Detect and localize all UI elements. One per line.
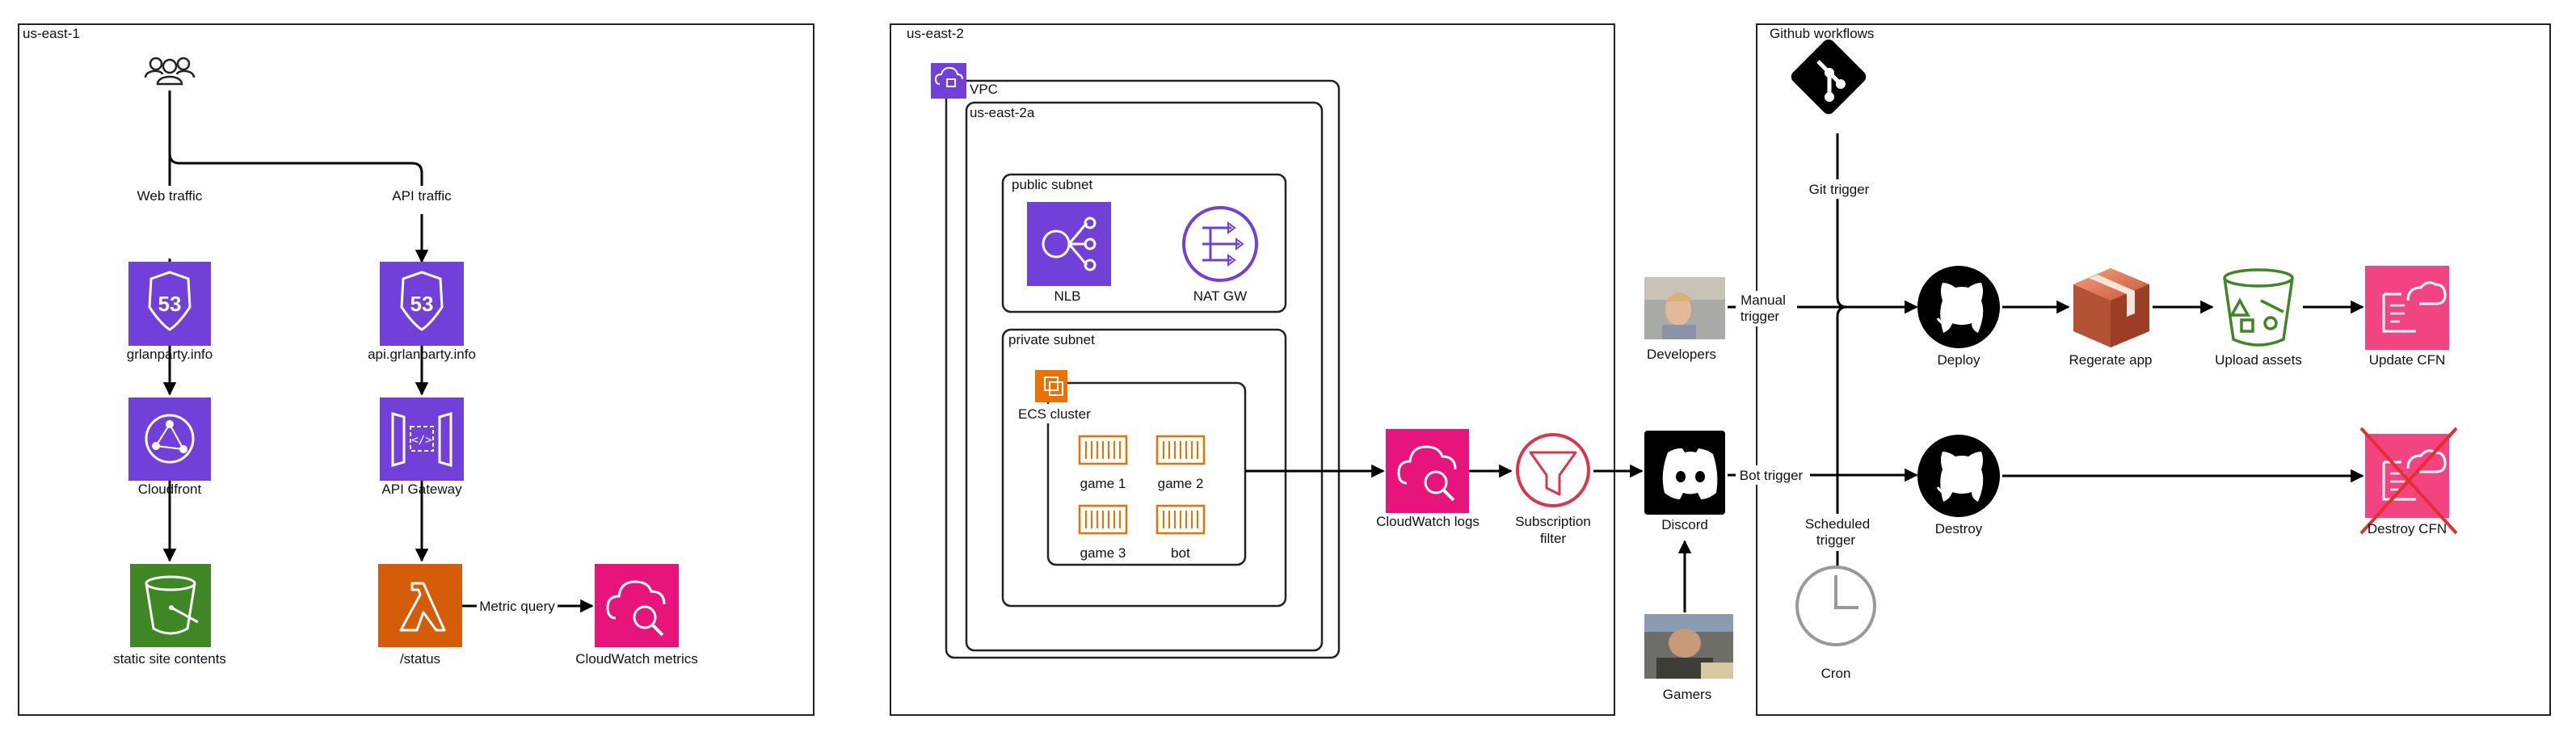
node-label: grlanparty.info (127, 347, 213, 362)
edge-scheduled-trigger (1836, 300, 1918, 566)
node-label: Destroy (1935, 521, 1983, 536)
node-label: api.grlanparty.info (368, 347, 476, 362)
route53-api-node: 53 api.grlanparty.info (368, 262, 476, 362)
filter-icon (1516, 433, 1590, 507)
edge-label-web-traffic: Web traffic (137, 188, 203, 204)
node-label: game 3 (1080, 545, 1126, 561)
deploy-node: Deploy (1917, 266, 2000, 368)
node-label: NLB (1054, 288, 1080, 304)
node-label: static site contents (113, 651, 226, 667)
edge-label-git-trigger: Git trigger (1809, 182, 1870, 197)
route53-web-node: 53 grlanparty.info (127, 262, 213, 362)
task-game-3: game 3 (1078, 504, 1128, 561)
node-label: Destroy CFN (2368, 521, 2447, 536)
gamers-node: Gamers (1644, 614, 1733, 702)
node-label: Discord (1661, 517, 1708, 532)
node-label: /status (400, 651, 440, 667)
task-game-2: game 2 (1155, 435, 1206, 491)
users-icon (144, 57, 196, 86)
nat-gateway-icon (1182, 206, 1258, 282)
container-icon (1078, 435, 1128, 465)
lambda-icon (378, 564, 462, 647)
svg-text:53: 53 (158, 292, 182, 316)
edge-git-trigger (1836, 133, 1917, 309)
edge-label-manual-trigger: trigger (1740, 309, 1780, 324)
container-icon (1078, 504, 1128, 535)
cloudwatch-metrics-node: CloudWatch metrics (575, 564, 698, 667)
node-label: game 2 (1158, 476, 1204, 491)
container-icon (1155, 435, 1206, 465)
edge-label-manual-trigger: Manual (1740, 292, 1786, 308)
node-label: CloudWatch metrics (575, 651, 697, 667)
edge-label-bot-trigger: Bot trigger (1740, 468, 1804, 483)
vpc-group: VPC (931, 63, 1341, 659)
node-label: Cron (1821, 666, 1851, 681)
node-label: bot (1171, 545, 1190, 561)
update-cfn-node: Update CFN (2365, 266, 2449, 368)
edge-label-scheduled-trigger: Scheduled (1805, 516, 1870, 532)
region-github-workflows: Github workflows (1756, 23, 2551, 716)
node-label: filter (1540, 531, 1566, 546)
group-label: us-east-2a (970, 105, 1035, 120)
node-label: CloudWatch logs (1376, 514, 1480, 529)
node-label: API Gateway (381, 482, 462, 497)
nlb-node: NLB (1027, 202, 1111, 304)
svg-text:</>: </> (411, 434, 431, 447)
s3-bucket-icon (2223, 268, 2294, 288)
availability-zone-group: us-east-2a (965, 101, 1324, 652)
edge-label-scheduled-trigger: trigger (1816, 532, 1856, 548)
ecs-cluster-group: ECS cluster (1017, 370, 1247, 566)
edge-label-metric-query: Metric query (479, 599, 555, 614)
group-label: public subnet (1012, 177, 1092, 192)
node-label: Update CFN (2369, 352, 2445, 368)
subscription-filter-node: Subscription filter (1515, 433, 1591, 546)
s3-node: static site contents (113, 564, 226, 667)
container-icon (1155, 504, 1206, 535)
cross-icon (2359, 427, 2458, 535)
discord-node: Discord (1644, 431, 1725, 532)
lambda-node: /status (378, 564, 462, 667)
group-label: private subnet (1008, 332, 1095, 347)
cloudwatch-logs-node: CloudWatch logs (1376, 429, 1480, 529)
region-us-east-2: us-east-2 (890, 23, 1615, 716)
destroy-cfn-node: Destroy CFN (2359, 427, 2458, 536)
route53-icon (128, 262, 211, 346)
edge-label-api-traffic: API traffic (392, 188, 452, 204)
node-label: Cloudfront (138, 482, 202, 497)
task-bot: bot (1155, 504, 1206, 561)
cloudfront-icon (128, 398, 211, 481)
node-label: game 1 (1080, 476, 1126, 491)
task-game-1: game 1 (1078, 435, 1128, 491)
svg-text:53: 53 (410, 292, 434, 316)
node-label: Developers (1647, 347, 1716, 362)
public-subnet-group: public subnet (1001, 173, 1287, 313)
cron-node: Cron (1795, 566, 1876, 681)
api-gateway-node: </> API Gateway (380, 398, 464, 497)
region-label: us-east-1 (23, 26, 80, 41)
node-label: Gamers (1663, 687, 1711, 702)
route53-icon (380, 262, 464, 346)
developers-node: Developers (1644, 277, 1725, 362)
group-label: ECS cluster (1018, 406, 1091, 422)
node-label: NAT GW (1193, 288, 1247, 304)
group-label: VPC (970, 82, 998, 97)
node-label: Deploy (1938, 352, 1980, 368)
node-label: Regerate app (2069, 352, 2152, 368)
private-subnet-group: private subnet (1001, 328, 1287, 608)
cloudformation-icon (2365, 266, 2449, 350)
vpc-icon (931, 63, 966, 99)
cloudfront-node: Cloudfront (128, 398, 211, 497)
destroy-node: Destroy (1917, 435, 2000, 536)
git-node (1791, 39, 1867, 115)
regenerate-node: Regerate app (2069, 268, 2153, 368)
node-label: Subscription (1515, 514, 1591, 529)
upload-assets-node: Upload assets (2215, 268, 2302, 368)
edge-api-traffic (168, 90, 423, 190)
region-label: Github workflows (1770, 26, 1874, 41)
nat-gateway-node: NAT GW (1182, 206, 1258, 304)
region-us-east-1: us-east-1 (18, 23, 814, 716)
node-label: Upload assets (2215, 352, 2302, 368)
region-label: us-east-2 (907, 26, 964, 41)
